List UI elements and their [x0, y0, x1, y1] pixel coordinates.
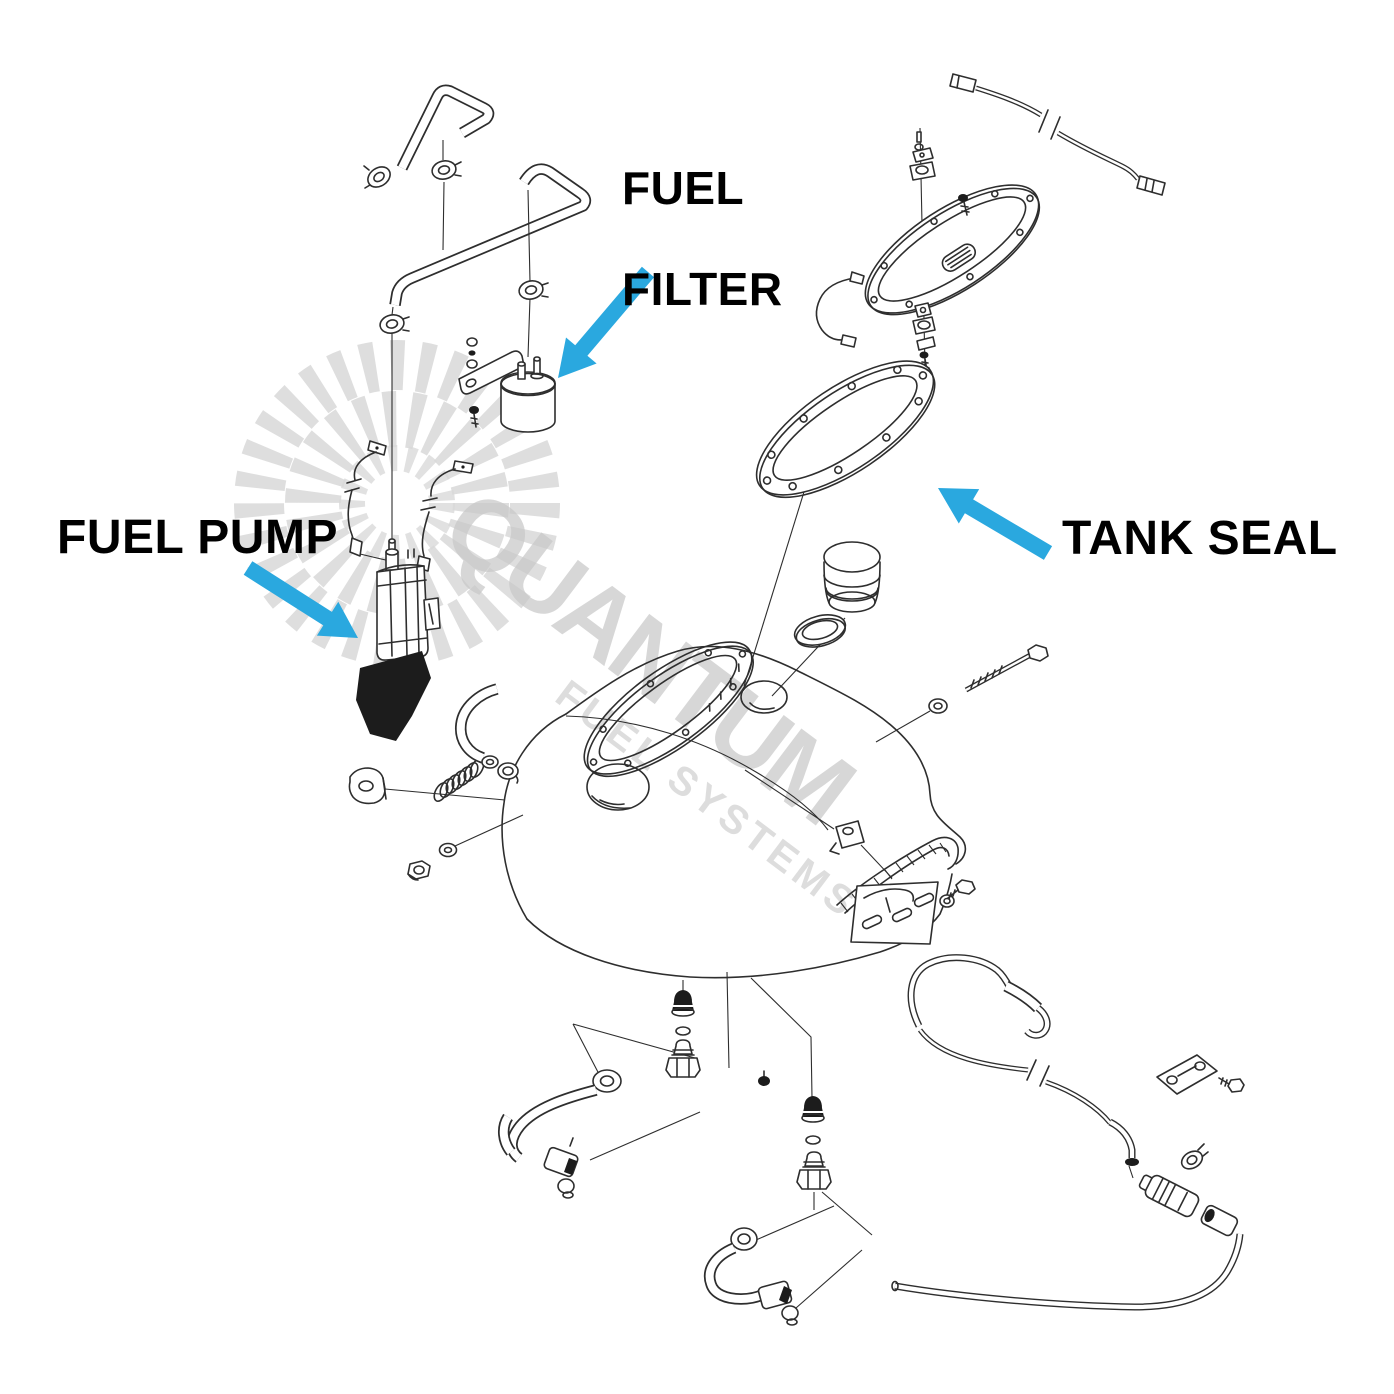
- pump-body: [376, 538, 441, 661]
- ring-spacer: [497, 762, 519, 784]
- fuel-filter-arrow-icon: [558, 266, 655, 378]
- socket-fitting: [1200, 1204, 1239, 1237]
- screw: [469, 406, 479, 428]
- long-vent-tube: [891, 1233, 1244, 1311]
- tank-fitting: [665, 1039, 701, 1078]
- washer: [468, 350, 476, 356]
- fuel-pump-label: FUEL PUMP: [57, 511, 338, 564]
- screw: [958, 194, 970, 216]
- fuel-tank-body: [501, 641, 976, 979]
- washer: [466, 359, 478, 369]
- o-ring: [805, 1135, 821, 1145]
- under-tank-fittings: [572, 971, 873, 1236]
- banjo-eye: [592, 1069, 622, 1093]
- sunburst-icon: [339, 445, 455, 561]
- fuel-filter-assembly: [458, 337, 556, 433]
- hex-nut: [407, 860, 431, 881]
- tab-bracket: [348, 767, 387, 805]
- hose-clamp: [379, 314, 410, 334]
- pump-wire-left: [344, 440, 391, 562]
- fuel-filter-label-line1: FUEL: [622, 162, 745, 214]
- washer: [481, 755, 499, 769]
- screw: [947, 879, 976, 900]
- fuel-line-left: [498, 1069, 622, 1199]
- filler-recess: [586, 763, 650, 811]
- elbow-fitting: [757, 1280, 799, 1326]
- washer: [438, 842, 458, 858]
- tank-top-opening: [583, 641, 754, 778]
- pump-filter-sock: [356, 651, 431, 741]
- drain-nipple: [758, 1070, 770, 1086]
- mount-bracket-plate: [1156, 1054, 1218, 1095]
- filter-canister: [500, 356, 556, 433]
- fuel-line-center: [704, 1205, 863, 1326]
- callout-arrows: [243, 266, 1053, 638]
- sunburst-icon: [234, 340, 560, 666]
- washer: [939, 894, 955, 908]
- hose-clamp: [1180, 1143, 1209, 1170]
- tank-seal-label: TANK SEAL: [1062, 512, 1338, 565]
- sunburst-icon: [285, 391, 509, 615]
- screw: [1218, 1077, 1245, 1093]
- fuel-pump-arrow-icon: [243, 561, 358, 638]
- hose-clamp: [518, 280, 549, 300]
- tank-fitting: [796, 1151, 873, 1236]
- banjo-eye: [730, 1227, 758, 1251]
- o-ring: [675, 1026, 691, 1036]
- fuel-hose-upper: [363, 84, 495, 251]
- rear-bracket: [850, 881, 939, 945]
- cap-hole: [740, 680, 788, 714]
- elbow-connector: [1108, 1118, 1139, 1179]
- washer: [928, 698, 948, 714]
- pump-wire-right: [411, 460, 474, 573]
- mounting-bolt: [875, 644, 1049, 743]
- fuel-filter-label: FUEL FILTER: [622, 163, 783, 315]
- washer: [466, 337, 478, 347]
- grommet-hose: [455, 683, 499, 764]
- console-plate-assembly: [815, 73, 1166, 372]
- mount-hardware-upper: [909, 131, 936, 181]
- crossover-cable: [949, 73, 1166, 196]
- coil-spring: [433, 758, 485, 802]
- fitting-cap: [801, 1096, 825, 1123]
- elbow-fitting: [543, 1137, 579, 1199]
- tank-seal-arrow-icon: [938, 488, 1053, 560]
- watermark-word: QUANTUM: [424, 468, 872, 844]
- fuel-filter-label-line2: FILTER: [622, 263, 783, 316]
- fitting-cap: [671, 990, 695, 1017]
- sender-wire: [815, 271, 865, 348]
- tank-clip: [829, 820, 865, 855]
- console-plate: [864, 184, 1041, 316]
- quick-disconnect-valve: [1138, 1174, 1200, 1218]
- cap-gasket: [793, 614, 847, 648]
- left-hardware: [348, 683, 524, 881]
- fuel-hose-lower: [379, 163, 592, 547]
- hose-clamp: [363, 165, 391, 189]
- fuel-cap: [771, 541, 881, 697]
- hose-clamp: [431, 160, 462, 180]
- vent-hose-assembly: [891, 954, 1245, 1311]
- tank-seal-gasket: [743, 360, 936, 687]
- fuel-pump-assembly: [344, 440, 474, 741]
